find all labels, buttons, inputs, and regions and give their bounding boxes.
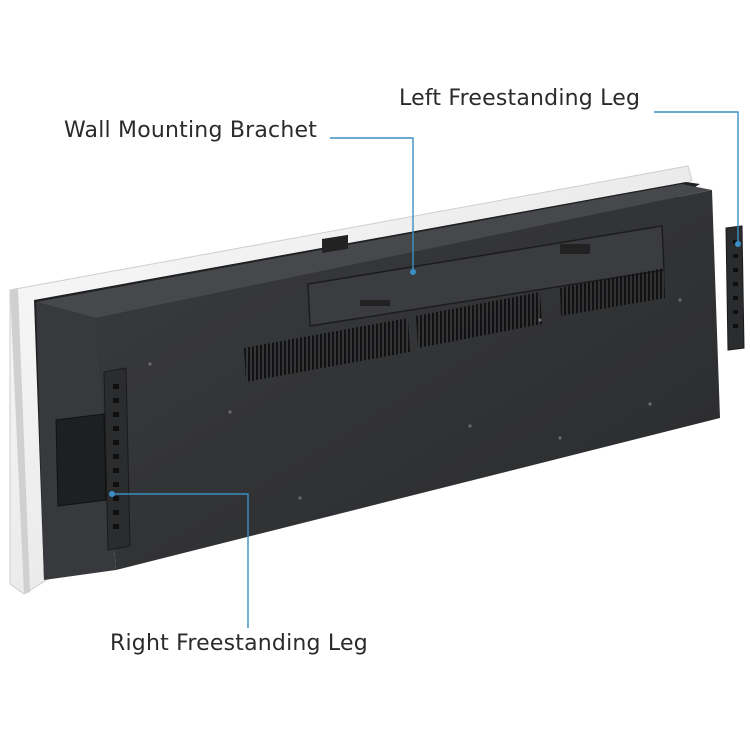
leader-right-leg — [112, 493, 249, 628]
leader-dot — [735, 241, 741, 247]
leader-wall-bracket — [330, 137, 414, 272]
vent-grille — [560, 268, 665, 316]
top-surface — [36, 184, 712, 318]
screws — [148, 298, 682, 500]
left-freestanding-leg-label: Left Freestanding Leg — [399, 86, 641, 111]
leader-dot — [109, 491, 115, 497]
left-freestanding-leg — [725, 225, 745, 351]
wall-mounting-bracket-label: Wall Mounting Brachet — [64, 118, 318, 143]
bracket-slot — [322, 234, 348, 254]
vent-grille — [416, 292, 542, 348]
leg-holes — [113, 384, 119, 529]
bracket-slot — [560, 244, 590, 254]
leg-holes — [733, 240, 738, 328]
leg-foot — [55, 413, 107, 507]
vent-grille — [244, 318, 410, 382]
front-frame-edge — [10, 288, 30, 594]
leader-left-leg — [654, 111, 739, 244]
right-freestanding-leg-label: Right Freestanding Leg — [110, 631, 368, 656]
bracket-slot — [360, 300, 390, 306]
leader-lines — [112, 111, 739, 628]
leader-dot — [410, 269, 416, 275]
